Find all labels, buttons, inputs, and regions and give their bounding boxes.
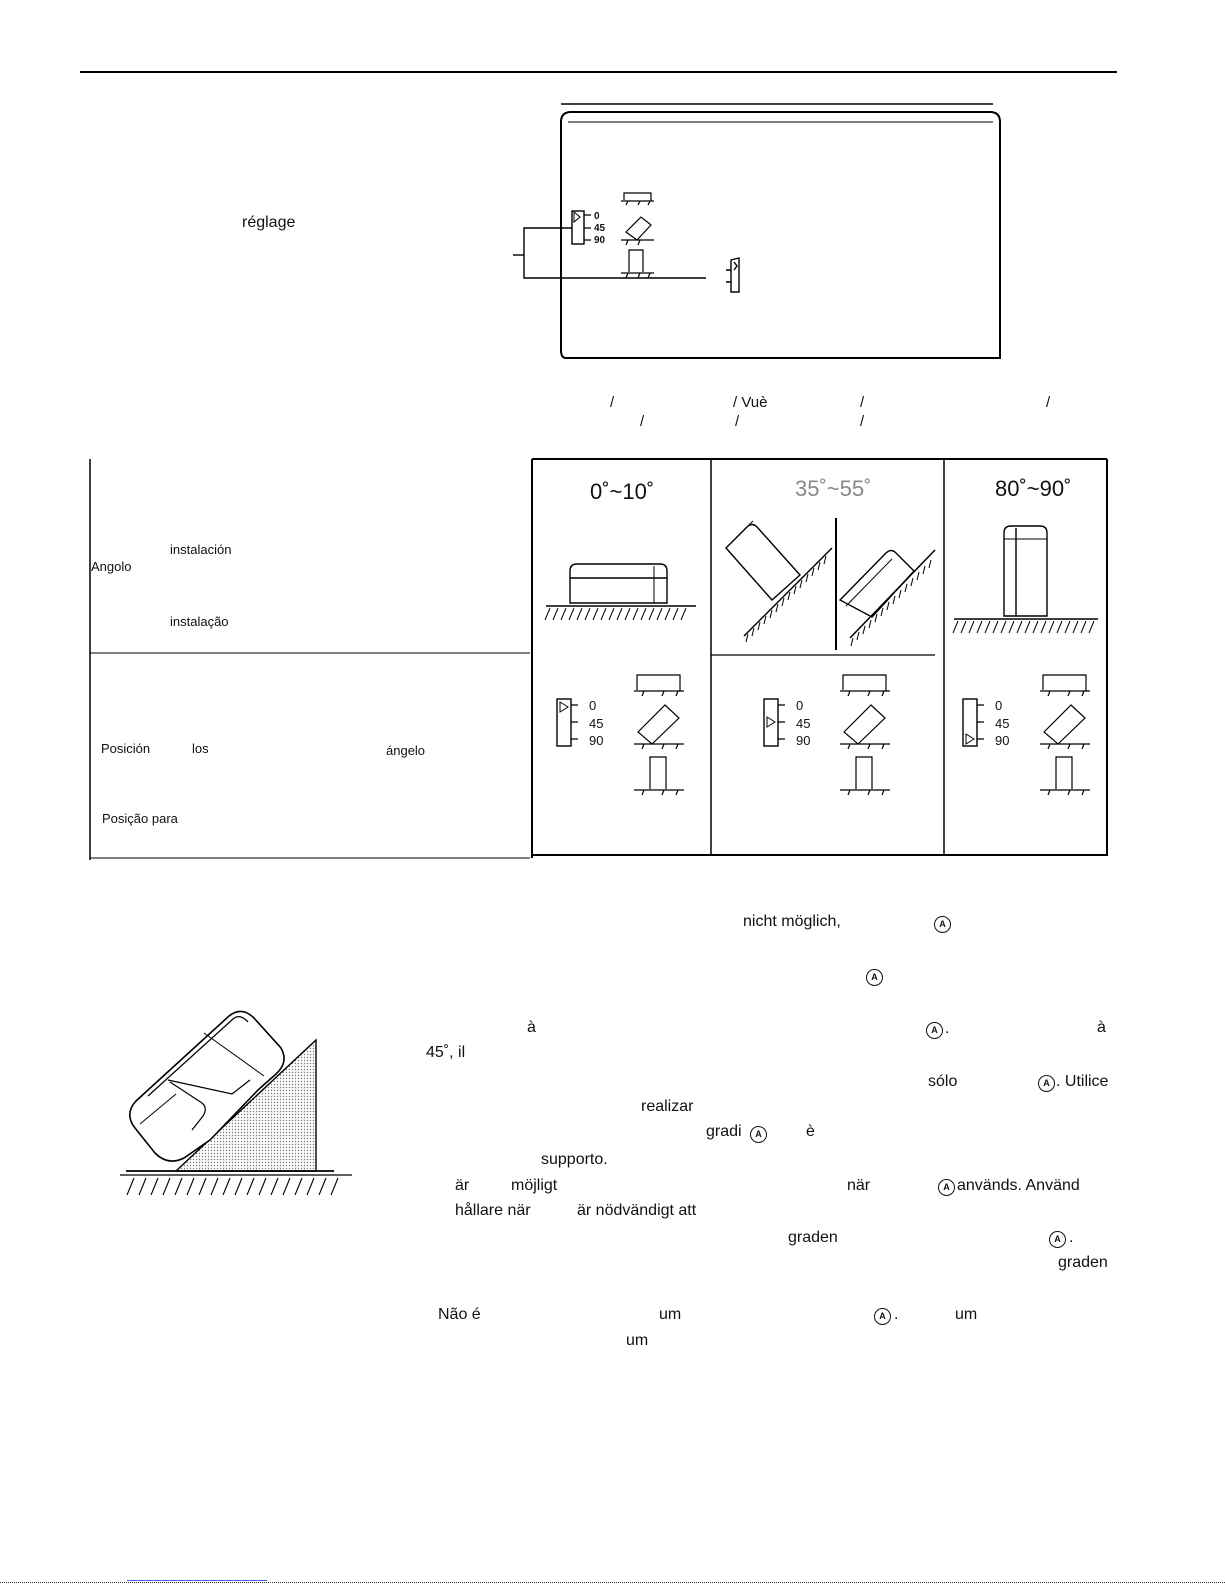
- angle-header-0-10: 0˚~10˚: [590, 479, 655, 504]
- panel-frame: [513, 103, 1001, 359]
- caption-l1-slash2: /: [860, 394, 865, 411]
- angle-header-35-55: 35˚~55˚: [795, 476, 872, 501]
- nl-graden-1: graden: [788, 1229, 838, 1246]
- top-rule: [80, 71, 1117, 73]
- sv-mojligt: möjligt: [511, 1177, 558, 1194]
- pt-um-2: um: [955, 1306, 978, 1323]
- sv-ar-nodvandigt: är nödvändigt att: [577, 1202, 697, 1219]
- row1-instalacao: instalação: [170, 614, 229, 629]
- pos0-scale-0: 0: [589, 698, 597, 713]
- fr-45-il: 45˚, il: [426, 1044, 466, 1061]
- nl-graden-2: graden: [1058, 1254, 1108, 1271]
- table-grid: [89, 458, 1108, 860]
- it-e: è: [806, 1123, 815, 1140]
- marker-a-icon: A: [866, 969, 883, 986]
- marker-a-icon: A: [874, 1308, 891, 1325]
- switch-position-45: [763, 674, 890, 796]
- fr-a-2: à: [1097, 1019, 1106, 1036]
- marker-a-icon: A: [1038, 1075, 1055, 1092]
- sv-nar: när: [847, 1177, 871, 1194]
- es-solo: sólo: [928, 1073, 958, 1090]
- fr-a-1: à: [527, 1019, 536, 1036]
- row2-posicao-para: Posição para: [102, 811, 178, 826]
- sv-hallare-nar: hållare när: [455, 1202, 531, 1219]
- sv-anvandes: används. Använd: [957, 1177, 1080, 1194]
- angle-header-80-90: 80˚~90˚: [995, 476, 1072, 501]
- marker-a-icon: A: [1049, 1231, 1066, 1248]
- pt-um-1: um: [659, 1306, 682, 1323]
- bottom-dotted-rule: [0, 1582, 1225, 1583]
- reglage-label: réglage: [242, 214, 296, 231]
- device-tilted-illustration: [725, 520, 936, 647]
- period: .: [945, 1020, 950, 1037]
- pos90-scale-90: 90: [995, 733, 1010, 748]
- caption-l1-slash3: /: [1046, 394, 1051, 411]
- pos45-scale-90: 90: [796, 733, 811, 748]
- caption-l1-slash1: /: [610, 394, 615, 411]
- switch-position-90: [962, 674, 1090, 796]
- caption-l2-slash3: /: [860, 413, 865, 430]
- pos45-scale-45: 45: [796, 716, 811, 731]
- pos45-scale-0: 0: [796, 698, 804, 713]
- scale-90-label: 90: [594, 235, 606, 246]
- row1-angolo: Angolo: [91, 559, 132, 574]
- pt-um-3: um: [626, 1332, 649, 1349]
- wedge-mount-illustration: [120, 1010, 352, 1196]
- bottom-link-underline: [127, 1580, 267, 1581]
- scale-0-label: 0: [594, 211, 600, 222]
- device-flat-illustration: [544, 563, 696, 621]
- de-nicht-moglich: nicht möglich,: [743, 913, 841, 930]
- pos0-scale-45: 45: [589, 716, 604, 731]
- pos90-scale-45: 45: [995, 716, 1010, 731]
- row1-instalacion: instalación: [170, 542, 232, 557]
- marker-a-icon: A: [926, 1022, 943, 1039]
- caption-l1-vue: / Vuè: [733, 394, 768, 411]
- pos0-scale-90: 90: [589, 733, 604, 748]
- marker-a-icon: A: [938, 1179, 955, 1196]
- marker-a-icon: A: [750, 1126, 767, 1143]
- row2-angelo: ángelo: [386, 743, 426, 758]
- es-realizar: realizar: [641, 1098, 694, 1115]
- device-upright-illustration: [952, 525, 1098, 634]
- sv-ar: är: [455, 1177, 470, 1194]
- pos90-scale-0: 0: [995, 698, 1003, 713]
- row2-los: los: [192, 741, 209, 756]
- switch-position-0: [556, 674, 684, 796]
- scale-45-label: 45: [594, 223, 606, 234]
- row2-posicion: Posición: [101, 741, 151, 756]
- it-gradi: gradi: [706, 1123, 742, 1140]
- caption-l2-slash2: /: [735, 413, 740, 430]
- period: .: [894, 1306, 899, 1323]
- period: .: [1069, 1229, 1074, 1246]
- marker-a-icon: A: [934, 916, 951, 933]
- pt-nao-e: Não é: [438, 1306, 481, 1323]
- es-utilice: . Utilice: [1056, 1073, 1109, 1090]
- caption-l2-slash1: /: [640, 413, 645, 430]
- it-supporto: supporto.: [541, 1151, 608, 1168]
